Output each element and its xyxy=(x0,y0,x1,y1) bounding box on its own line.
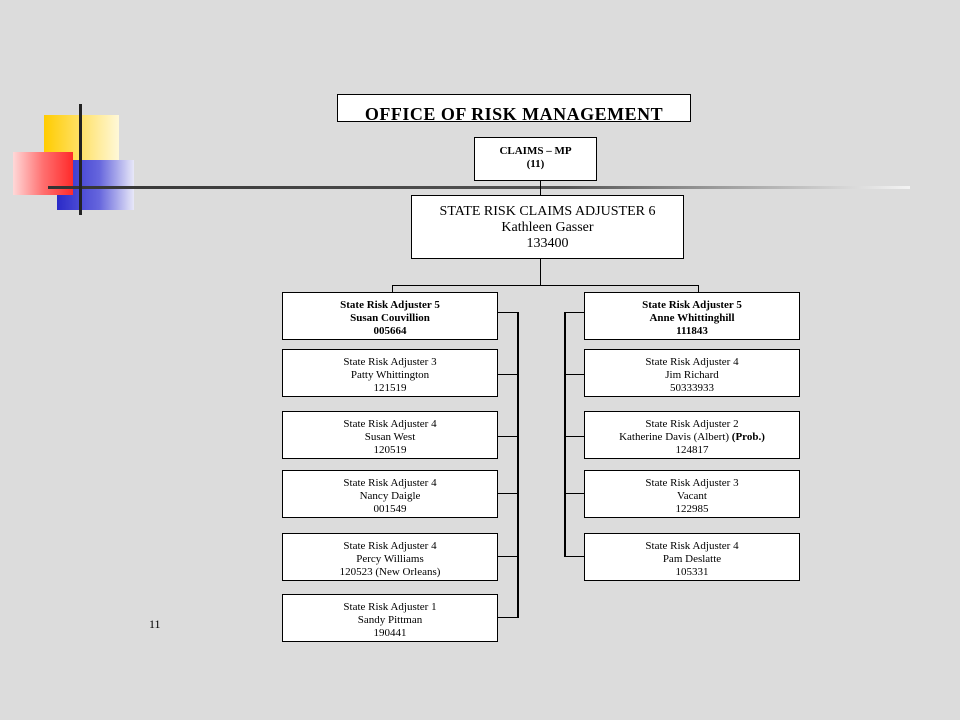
position-name: Nancy Daigle xyxy=(359,490,421,502)
position-name: Vacant xyxy=(677,490,707,502)
deco-vertical-rule xyxy=(79,104,82,215)
connector-left-tick xyxy=(498,617,518,618)
position-id: 124817 xyxy=(675,444,709,456)
position-title: State Risk Adjuster 4 xyxy=(343,477,437,489)
position-id: 50333933 xyxy=(670,382,714,394)
connector-right-tick xyxy=(565,312,584,313)
position-name: Jim Richard xyxy=(665,369,719,381)
position-id: 001549 xyxy=(373,503,407,515)
claims-unit-count: (11) xyxy=(526,158,545,170)
probation-tag: (Prob.) xyxy=(731,431,765,443)
position-title: State Risk Adjuster 4 xyxy=(343,540,437,552)
position-name: Percy Williams xyxy=(356,553,424,565)
position-box-left-4: State Risk Adjuster 4 Percy Williams 120… xyxy=(282,533,498,581)
position-title: State Risk Adjuster 4 xyxy=(343,418,437,430)
position-id: 122985 xyxy=(675,503,709,515)
slide-page-number: 11 xyxy=(149,617,161,631)
position-title: State Risk Adjuster 4 xyxy=(645,356,739,368)
position-box-right-4: State Risk Adjuster 4 Pam Deslatte 10533… xyxy=(584,533,800,581)
connector-branch-left xyxy=(392,285,393,292)
connector-right-tick xyxy=(565,374,584,375)
position-id: 105331 xyxy=(675,566,709,578)
connector-right-tick xyxy=(565,556,584,557)
claims-unit-label: CLAIMS – MP xyxy=(499,145,572,157)
position-box-right-2: State Risk Adjuster 2 Katherine Davis (A… xyxy=(584,411,800,459)
chart-title-box: OFFICE OF RISK MANAGEMENT xyxy=(337,94,691,122)
position-box-right-3: State Risk Adjuster 3 Vacant 122985 xyxy=(584,470,800,518)
position-id: 121519 xyxy=(373,382,407,394)
position-title: State Risk Adjuster 3 xyxy=(645,477,739,489)
position-box-left-3: State Risk Adjuster 4 Nancy Daigle 00154… xyxy=(282,470,498,518)
position-id: 190441 xyxy=(373,627,407,639)
position-name: Pam Deslatte xyxy=(662,553,722,565)
claims-unit-box: CLAIMS – MP (11) xyxy=(474,137,597,181)
connector-left-tick xyxy=(498,493,518,494)
position-name: Patty Whittington xyxy=(350,369,430,381)
position-title: State Risk Adjuster 4 xyxy=(645,540,739,552)
connector-left-tick xyxy=(498,374,518,375)
position-box-right-0: State Risk Adjuster 5 Anne Whittinghill … xyxy=(584,292,800,340)
connector-branch xyxy=(392,285,698,286)
chart-title: OFFICE OF RISK MANAGEMENT xyxy=(364,104,664,122)
position-name: Anne Whittinghill xyxy=(649,312,735,324)
connector-branch-right xyxy=(698,285,699,292)
connector-head-down xyxy=(540,259,541,285)
connector-left-tick xyxy=(498,436,518,437)
connector-left-tick xyxy=(498,312,518,313)
position-id: 111843 xyxy=(676,325,708,337)
head-position-title: STATE RISK CLAIMS ADJUSTER 6 xyxy=(439,204,656,219)
position-box-left-5: State Risk Adjuster 1 Sandy Pittman 1904… xyxy=(282,594,498,642)
position-box-left-0: State Risk Adjuster 5 Susan Couvillion 0… xyxy=(282,292,498,340)
connector-right-tick xyxy=(565,436,584,437)
position-id: 120519 xyxy=(373,444,407,456)
position-title: State Risk Adjuster 2 xyxy=(645,418,739,430)
position-title: State Risk Adjuster 1 xyxy=(343,601,437,613)
connector-right-spine xyxy=(564,312,566,557)
head-position-box: STATE RISK CLAIMS ADJUSTER 6 Kathleen Ga… xyxy=(411,195,684,259)
position-name: Susan Couvillion xyxy=(350,312,430,324)
position-id: 120523 (New Orleans) xyxy=(339,566,441,578)
connector-claims-head xyxy=(540,181,541,195)
position-name: Susan West xyxy=(364,431,416,443)
position-title: State Risk Adjuster 5 xyxy=(642,299,742,311)
connector-left-tick xyxy=(498,556,518,557)
position-title: State Risk Adjuster 3 xyxy=(343,356,437,368)
position-name: Katherine Davis (Albert) xyxy=(619,431,732,443)
position-box-left-2: State Risk Adjuster 4 Susan West 120519 xyxy=(282,411,498,459)
deco-horizontal-rule xyxy=(48,186,910,189)
position-id: 005664 xyxy=(373,325,407,337)
position-box-left-1: State Risk Adjuster 3 Patty Whittington … xyxy=(282,349,498,397)
position-box-right-1: State Risk Adjuster 4 Jim Richard 503339… xyxy=(584,349,800,397)
position-title: State Risk Adjuster 5 xyxy=(340,299,440,311)
position-name: Sandy Pittman xyxy=(357,614,423,626)
connector-right-tick xyxy=(565,493,584,494)
head-position-id: 133400 xyxy=(526,236,569,251)
head-position-name: Kathleen Gasser xyxy=(501,220,594,235)
position-name-row: Katherine Davis (Albert) (Prob.) xyxy=(585,431,799,444)
connector-left-spine xyxy=(517,312,519,618)
